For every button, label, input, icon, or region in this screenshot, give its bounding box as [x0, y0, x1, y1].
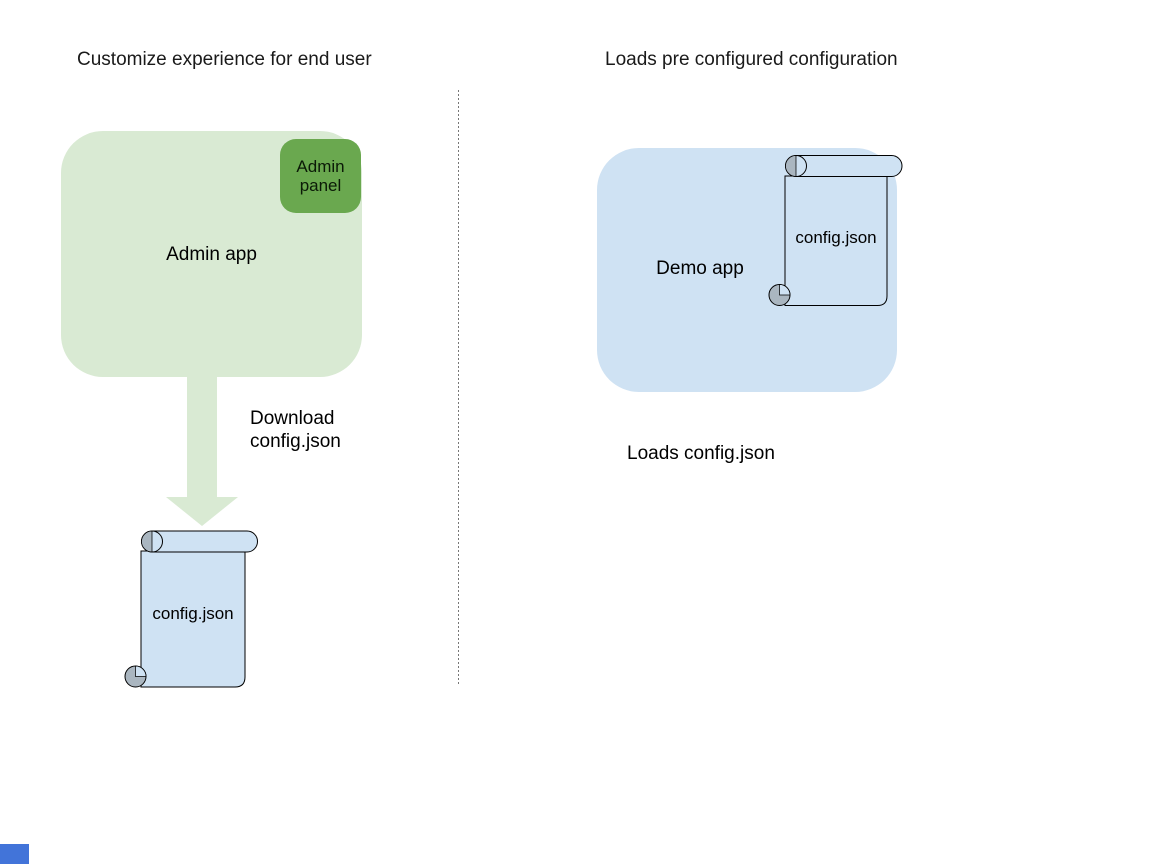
- config-file-label-right: config.json: [795, 228, 877, 247]
- section-divider: [458, 90, 459, 685]
- admin-app-label: Admin app: [166, 244, 257, 265]
- admin-panel-badge: Admin panel: [280, 139, 361, 213]
- config-file-label-left: config.json: [152, 604, 234, 623]
- loads-config-caption: Loads config.json: [627, 443, 775, 464]
- demo-app-label: Demo app: [656, 258, 744, 279]
- right-section-title: Loads pre configured configuration: [605, 49, 898, 70]
- download-arrow-icon: [166, 377, 238, 526]
- config-file-scroll-icon-right: [768, 155, 903, 306]
- left-section-title: Customize experience for end user: [77, 49, 372, 70]
- download-arrow-label: Download config.json: [250, 408, 341, 452]
- config-file-scroll-icon: [124, 530, 258, 688]
- corner-blue-rectangle: [0, 844, 29, 864]
- admin-panel-label: Admin panel: [296, 157, 345, 195]
